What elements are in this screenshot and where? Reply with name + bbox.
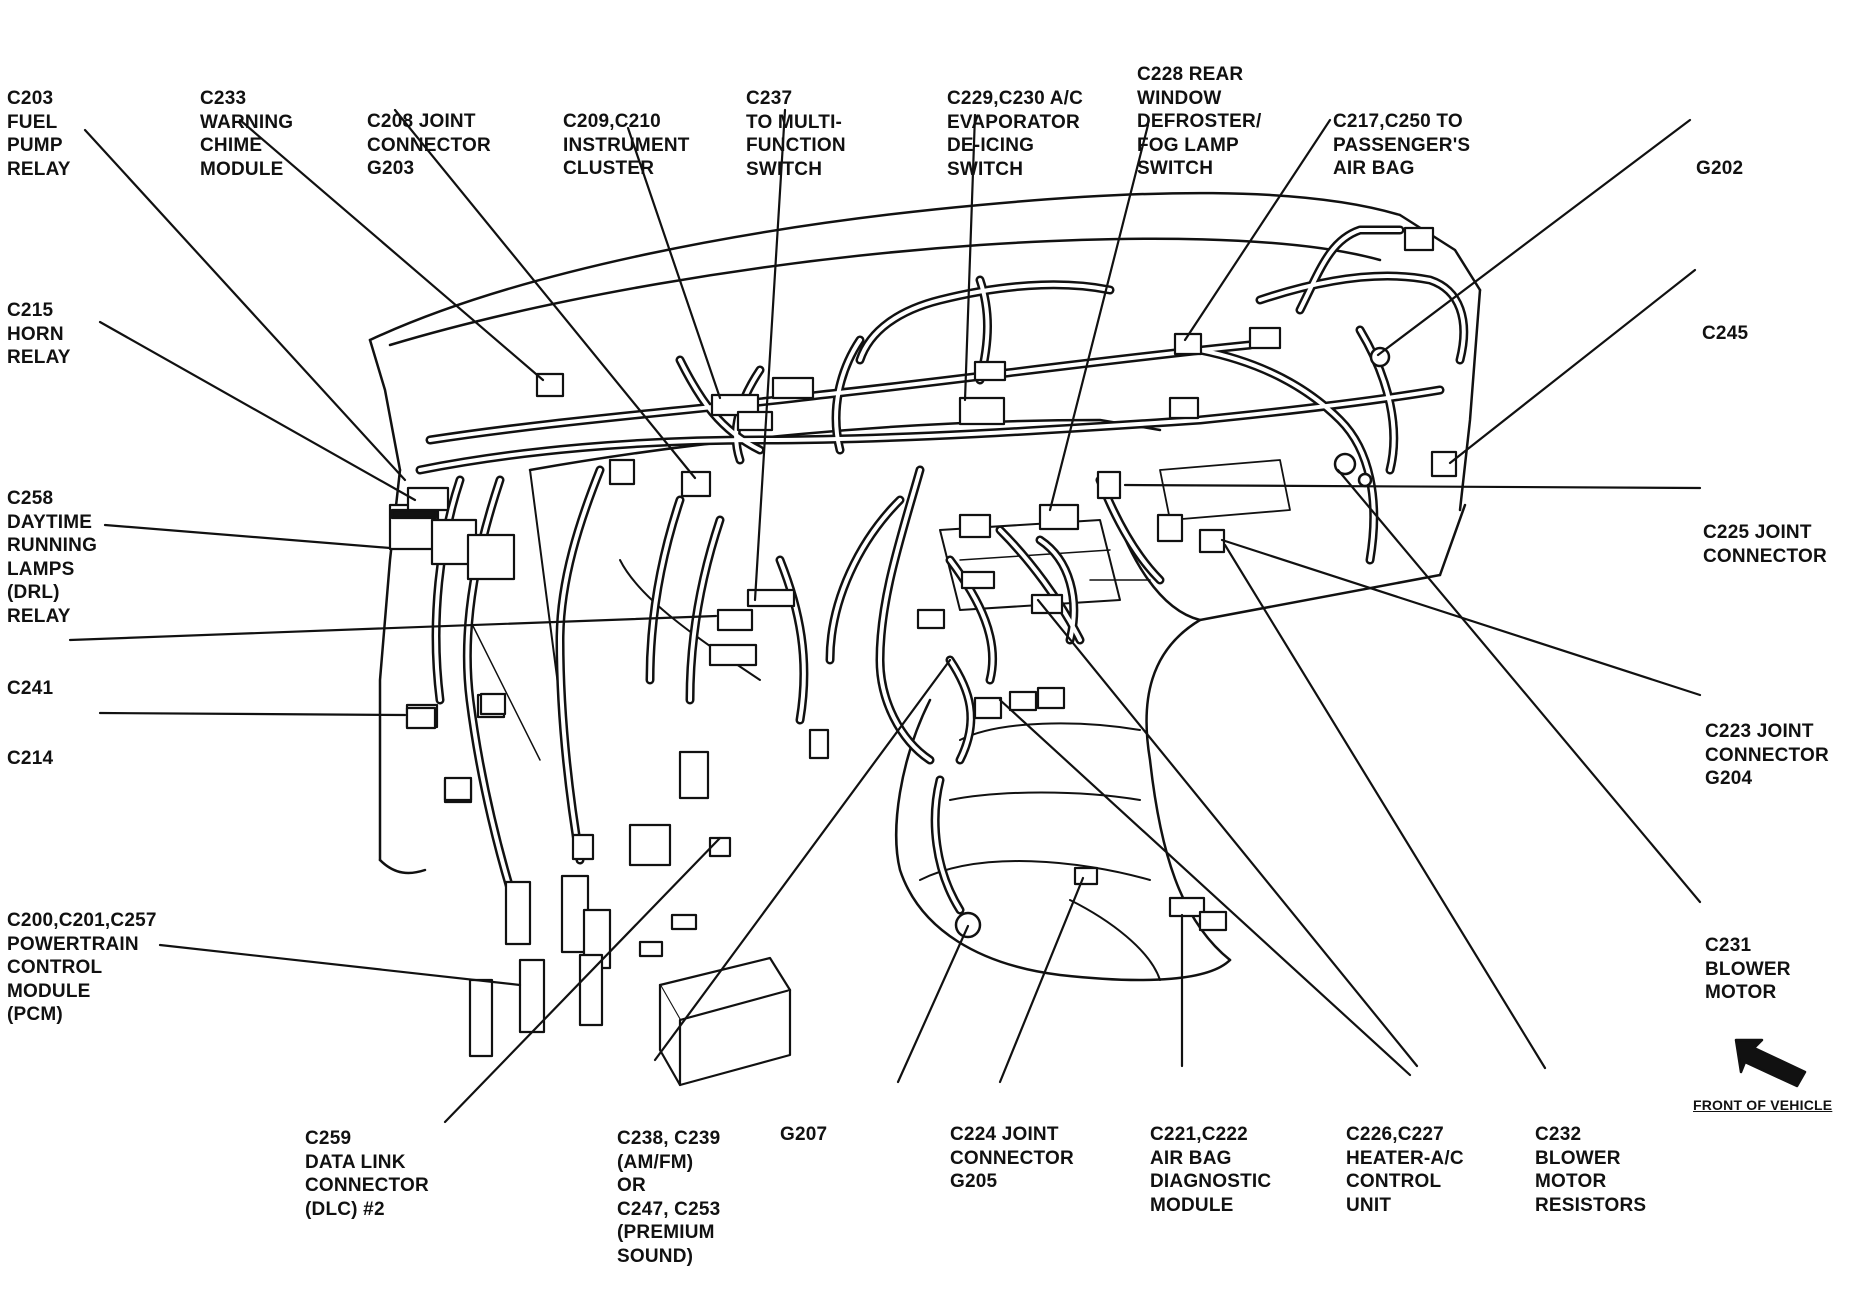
leader-lines xyxy=(68,108,1702,1124)
pcm-connector xyxy=(504,880,532,946)
dashboard-outline xyxy=(368,191,1482,982)
wiring-diagram xyxy=(68,108,1807,1124)
label-g202: G202 xyxy=(1696,158,1744,179)
label-g207: G207 xyxy=(780,1124,828,1145)
connectors xyxy=(388,226,1458,1087)
label-c245: C245 xyxy=(1702,323,1749,344)
fuel-pump-relay xyxy=(406,486,450,512)
arrow-up-left-icon xyxy=(1734,1038,1807,1088)
label-c241: C241 xyxy=(7,678,54,699)
front-of-vehicle-label: FRONT OF VEHICLE xyxy=(1693,1097,1833,1113)
harness-highlight xyxy=(418,228,1466,922)
label-c214: C214 xyxy=(7,748,54,769)
